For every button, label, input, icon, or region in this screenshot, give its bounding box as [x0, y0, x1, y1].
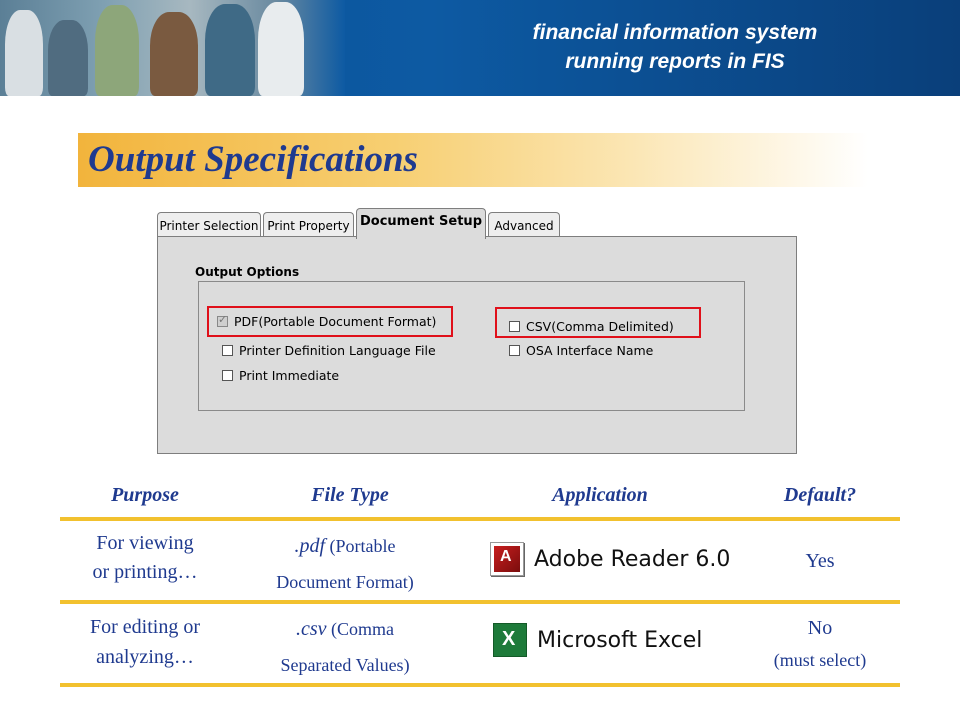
- row1-default: Yes: [740, 550, 900, 573]
- pdf-option[interactable]: PDF(Portable Document Format): [217, 313, 436, 329]
- tab-advanced[interactable]: Advanced: [488, 212, 560, 238]
- microsoft-excel-icon: X: [493, 623, 527, 657]
- row2-default-value: No: [807, 617, 833, 639]
- row2-file-ext: .csv: [295, 618, 327, 640]
- osa-interface-checkbox[interactable]: [509, 344, 520, 356]
- row1-default-value: Yes: [805, 550, 835, 572]
- osa-interface-option[interactable]: OSA Interface Name: [509, 342, 653, 358]
- csv-highlight-box: [495, 307, 701, 338]
- row2-default-note: (must select): [773, 650, 867, 670]
- output-options-label: Output Options: [195, 265, 300, 279]
- row2-application-name: Microsoft Excel: [537, 627, 703, 653]
- pdl-file-checkbox[interactable]: [222, 344, 233, 356]
- pdl-file-option-label: Printer Definition Language File: [239, 342, 436, 358]
- row2-purpose: For editing or analyzing…: [55, 612, 235, 672]
- csv-option[interactable]: CSV(Comma Delimited): [509, 318, 674, 334]
- header-title-line2: running reports in FIS: [565, 50, 785, 73]
- row1-application-name: Adobe Reader 6.0: [534, 546, 731, 572]
- print-immediate-checkbox[interactable]: [222, 369, 233, 381]
- table-rule-middle: [60, 600, 900, 604]
- row2-default: No (must select): [740, 612, 900, 676]
- header-title: financial information system running rep…: [440, 18, 910, 76]
- header-title-line1: financial information system: [532, 21, 818, 44]
- row1-file-type: .pdf (Portable Document Format): [240, 529, 450, 599]
- column-header-application: Application: [552, 484, 648, 506]
- pdl-file-option[interactable]: Printer Definition Language File: [222, 342, 436, 358]
- table-rule-bottom: [60, 683, 900, 687]
- row1-file-ext: .pdf: [294, 535, 326, 557]
- adobe-reader-icon: A: [490, 542, 524, 576]
- output-options-group: [198, 281, 745, 411]
- row1-file-desc1: (Portable: [325, 536, 396, 556]
- csv-option-label: CSV(Comma Delimited): [526, 318, 674, 334]
- tab-document-setup[interactable]: Document Setup: [356, 208, 486, 239]
- print-immediate-option-label: Print Immediate: [239, 367, 340, 383]
- row1-application: A Adobe Reader 6.0: [490, 542, 730, 576]
- row2-file-desc1: (Comma: [326, 619, 395, 639]
- row2-application: X Microsoft Excel: [493, 623, 702, 657]
- row1-purpose: For viewing or printing…: [55, 529, 235, 587]
- tab-printer-selection[interactable]: Printer Selection: [157, 212, 261, 238]
- osa-interface-option-label: OSA Interface Name: [526, 342, 654, 358]
- row1-purpose-line2: or printing…: [92, 561, 198, 583]
- row2-file-type: .csv (Comma Separated Values): [240, 612, 450, 682]
- column-header-file-type: File Type: [311, 484, 389, 506]
- section-heading-bar: [78, 133, 868, 187]
- row1-file-desc2: Document Format): [276, 572, 414, 592]
- row2-purpose-line1: For editing or: [90, 616, 200, 638]
- pdf-checkbox[interactable]: [217, 313, 228, 327]
- table-rule-top: [60, 517, 900, 521]
- row2-file-desc2: Separated Values): [280, 655, 410, 675]
- csv-checkbox[interactable]: [509, 320, 520, 332]
- pdf-option-label: PDF(Portable Document Format): [234, 313, 437, 329]
- row2-purpose-line2: analyzing…: [96, 646, 194, 668]
- row1-purpose-line1: For viewing: [96, 532, 194, 554]
- print-immediate-option[interactable]: Print Immediate: [222, 367, 339, 383]
- tab-print-property[interactable]: Print Property: [263, 212, 354, 238]
- section-title: Output Specifications: [88, 139, 418, 180]
- header-banner: financial information system running rep…: [0, 0, 960, 96]
- column-header-default: Default?: [783, 484, 857, 506]
- column-header-purpose: Purpose: [111, 484, 179, 506]
- pdf-highlight-box: [207, 306, 453, 337]
- header-photo-collage: [0, 0, 345, 96]
